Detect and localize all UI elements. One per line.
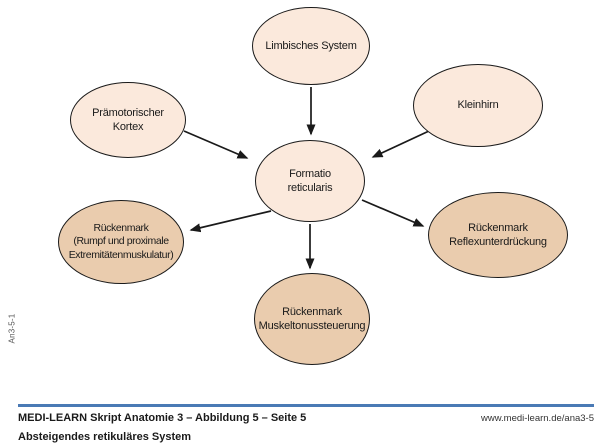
node-rueckenmark-muskeltonussteuerung-label: Rückenmark Muskeltonussteuerung [258,305,366,332]
arrow-formatio-to-reflex [361,199,425,227]
node-rueckenmark-reflexunterdrueckung-label: Rückenmark Reflexunterdrückung [449,221,547,248]
figure-title: Absteigendes retikuläres System [18,431,192,443]
footer: MEDI-LEARN Skript Anatomie 3 – Abbildung… [0,398,600,447]
footer-caption: MEDI-LEARN Skript Anatomie 3 – Abbildung… [18,412,307,424]
node-rueckenmark-rumpf: Rückenmark (Rumpf und proximale Extremit… [58,200,184,284]
footer-url: www.medi-learn.de/ana3-5 [480,413,594,424]
node-limbisches-system: Limbisches System [252,7,370,85]
node-formatio-reticularis: Formatio reticularis [255,140,365,222]
node-praemotorischer-kortex: Prämotorischer Kortex [70,82,186,158]
figure-id-side-label: An3-5-1 [7,313,17,344]
arrow-formatio-to-rumpf [189,210,272,233]
node-rueckenmark-reflexunterdrueckung: Rückenmark Reflexunterdrückung [428,192,568,278]
node-kleinhirn: Kleinhirn [413,64,543,147]
node-praemotorischer-kortex-label: Prämotorischer Kortex [92,106,164,133]
arrows-layer [183,87,430,270]
node-limbisches-system-label: Limbisches System [265,39,357,52]
node-rueckenmark-muskeltonussteuerung: Rückenmark Muskeltonussteuerung [254,273,370,365]
node-formatio-reticularis-label: Formatio reticularis [287,167,333,194]
node-rueckenmark-rumpf-label: Rückenmark (Rumpf und proximale Extremit… [68,221,174,261]
arrow-praemotor-to-formatio [183,130,249,159]
footer-divider-rule [18,404,594,407]
node-kleinhirn-label: Kleinhirn [457,99,499,112]
arrow-kleinhirn-to-formatio [371,130,430,158]
